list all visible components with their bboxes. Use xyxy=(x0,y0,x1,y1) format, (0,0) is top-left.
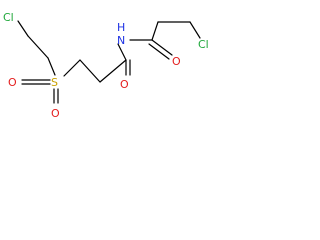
bond-c8-cl xyxy=(189,21,201,39)
atom-cl-left: Cl xyxy=(3,11,14,24)
atom-n: N xyxy=(117,34,125,47)
bond-cl-c1 xyxy=(17,20,29,37)
bond-s-c3 xyxy=(63,59,81,77)
atom-h: H xyxy=(117,21,125,34)
bonds xyxy=(17,20,201,104)
bond-c5-n xyxy=(117,43,127,61)
bond-c1-c2 xyxy=(27,35,49,59)
atom-o-amide-bottom: O xyxy=(120,78,129,91)
bond-c6-o-a xyxy=(151,39,173,56)
atom-o-s-bottom: O xyxy=(51,107,60,120)
atom-labels: Cl S O O O N H O Cl xyxy=(3,11,209,120)
atom-s: S xyxy=(51,76,58,89)
atom-cl-right: Cl xyxy=(198,38,209,51)
bond-c6-c7 xyxy=(151,21,159,41)
bond-c4-c5 xyxy=(99,59,127,83)
atom-o-amide-right: O xyxy=(172,55,181,68)
bond-c6-o-b xyxy=(148,43,170,60)
molecule-diagram: Cl S O O O N H O Cl xyxy=(3,11,209,120)
atom-o-s-left: O xyxy=(8,76,17,89)
bond-c3-c4 xyxy=(79,59,101,83)
bond-c2-s xyxy=(47,57,56,76)
